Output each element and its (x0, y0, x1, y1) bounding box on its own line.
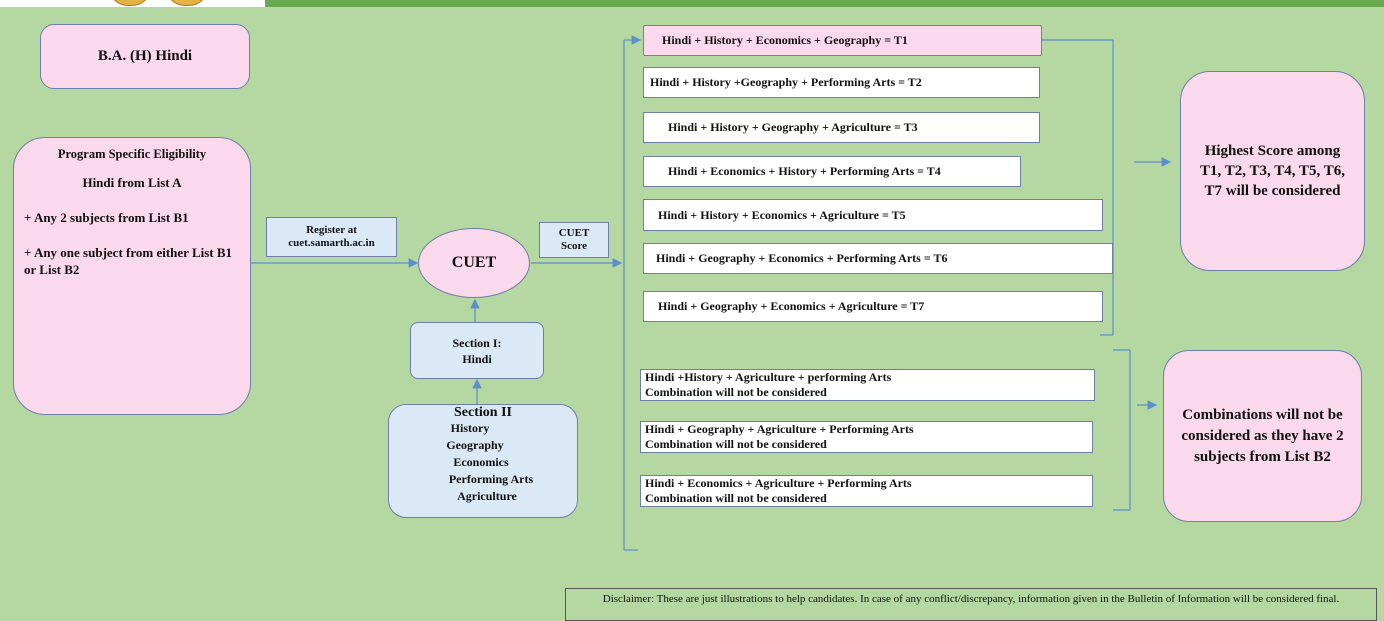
section2-subject: Geography (446, 438, 504, 452)
logo-strip (0, 0, 265, 7)
register-line2: cuet.samarth.ac.in (288, 237, 375, 249)
nc-line2: Combination will not be considered (645, 385, 827, 399)
eligibility-heading: Program Specific Eligibility (57, 147, 207, 161)
combination-t7: Hindi + Geography + Economics + Agricult… (643, 291, 1103, 322)
top-bar (0, 0, 1384, 7)
section2-box: Section II History Geography Economics P… (388, 404, 578, 518)
highest-score-box: Highest Score among T1, T2, T3, T4, T5, … (1180, 71, 1365, 271)
nc-line1: Hindi +History + Agriculture + performin… (645, 370, 892, 384)
highest-score-text: Highest Score among T1, T2, T3, T4, T5, … (1200, 143, 1345, 199)
section1-box: Section I: Hindi (410, 322, 544, 379)
section2-heading: Section II (454, 405, 512, 420)
nc-line1: Hindi + Economics + Agriculture + Perfor… (645, 476, 912, 490)
combination-t4: Hindi + Economics + History + Performing… (643, 156, 1021, 187)
register-box: Register at cuet.samarth.ac.in (266, 217, 397, 257)
combination-t3: Hindi + History + Geography + Agricultur… (643, 112, 1040, 143)
combination-text: Hindi + Geography + Economics + Agricult… (658, 299, 925, 313)
combination-text: Hindi + Economics + History + Performing… (668, 164, 941, 178)
not-considered-combo-3: Hindi + Economics + Agriculture + Perfor… (640, 475, 1093, 507)
not-considered-combo-2: Hindi + Geography + Agriculture + Perfor… (640, 421, 1093, 453)
combination-t1: Hindi + History + Economics + Geography … (643, 25, 1042, 56)
section1-line2: Hindi (462, 351, 492, 366)
combination-text: Hindi + History + Economics + Agricultur… (658, 207, 906, 222)
disclaimer-text: Disclaimer: These are just illustrations… (602, 593, 1340, 605)
nc-line1: Hindi + Geography + Agriculture + Perfor… (645, 422, 914, 436)
combination-t6: Hindi + Geography + Economics + Performi… (643, 243, 1113, 274)
section2-subject: Performing Arts (448, 472, 534, 486)
section2-subject: Economics (453, 455, 509, 469)
combination-text: Hindi + Geography + Economics + Performi… (656, 251, 948, 265)
not-considered-note-box: Combinations will not be considered as t… (1163, 350, 1362, 522)
section2-subject: History (450, 421, 490, 435)
nc-line2: Combination will not be considered (645, 437, 827, 451)
program-title: B.A. (H) Hindi (97, 48, 193, 64)
eligibility-line3: + Any one subject from either List B1 or… (24, 245, 233, 277)
cuet-score-line2: Score (560, 240, 588, 252)
combination-text: Hindi + History + Economics + Geography … (662, 33, 908, 47)
combination-t2: Hindi + History +Geography + Performing … (643, 67, 1040, 98)
register-line1: Register at (306, 224, 357, 236)
cuet-score-line1: CUET (558, 227, 590, 239)
section2-subject: Agriculture (457, 489, 517, 503)
nc-line2: Combination will not be considered (645, 491, 827, 505)
eligibility-box: Program Specific Eligibility Hindi from … (13, 137, 251, 415)
combination-text: Hindi + History +Geography + Performing … (650, 75, 922, 89)
eligibility-line1: Hindi from List A (82, 175, 182, 190)
section1-line1: Section I: (452, 335, 502, 350)
disclaimer: Disclaimer: These are just illustrations… (565, 588, 1377, 621)
cuet-node: CUET (418, 228, 530, 298)
not-considered-note: Combinations will not be considered as t… (1181, 406, 1344, 465)
program-title-box: B.A. (H) Hindi (40, 24, 250, 89)
cuet-label: CUET (451, 254, 497, 271)
not-considered-combo-1: Hindi +History + Agriculture + performin… (640, 369, 1095, 401)
eligibility-line2: + Any 2 subjects from List B1 (24, 210, 189, 225)
combination-text: Hindi + History + Geography + Agricultur… (668, 120, 918, 134)
cuet-score-box: CUET Score (539, 222, 609, 258)
combination-t5: Hindi + History + Economics + Agricultur… (643, 199, 1103, 231)
